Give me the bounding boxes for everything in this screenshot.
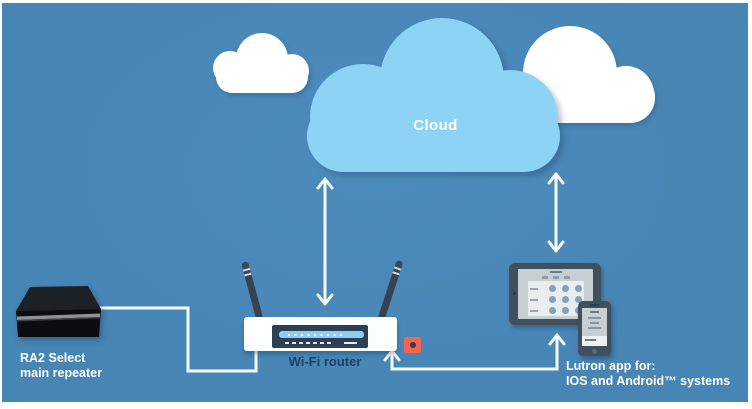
repeater-label: RA2 Select main repeater	[20, 351, 102, 381]
app-button-icon	[562, 285, 569, 292]
repeater-label-line1: RA2 Select	[20, 351, 86, 365]
app-label-line1: Lutron app for:	[566, 359, 656, 373]
app-button-icon	[575, 296, 582, 303]
phone-icon	[578, 301, 611, 356]
tablet-camera-dot	[513, 292, 516, 295]
phone-app-screen	[582, 308, 607, 346]
app-button-icon	[549, 285, 556, 292]
router-label: Wi-Fi router	[288, 354, 362, 369]
repeater-label-line2: main repeater	[20, 366, 102, 380]
cloud-label: Cloud	[413, 117, 458, 134]
router-led-strip	[279, 331, 364, 338]
tablet-app-grid	[528, 281, 584, 316]
app-button-icon	[562, 296, 569, 303]
repeater-icon	[16, 286, 101, 337]
router-status-lights	[285, 342, 331, 344]
app-label-line2: IOS and Android™ systems	[566, 374, 731, 388]
router-front-panel	[272, 325, 421, 353]
app-button-icon	[562, 307, 569, 314]
router-power-indicator	[404, 337, 421, 353]
phone-home-button	[592, 349, 597, 354]
phone-speaker	[590, 304, 599, 306]
app-button-icon	[575, 285, 582, 292]
app-button-icon	[549, 296, 556, 303]
app-label: Lutron app for: IOS and Android™ systems	[566, 359, 730, 389]
router-icon	[244, 317, 421, 353]
app-button-icon	[549, 307, 556, 314]
